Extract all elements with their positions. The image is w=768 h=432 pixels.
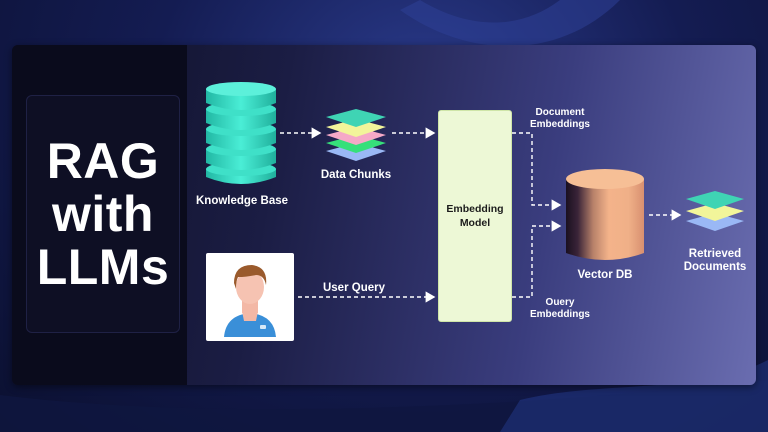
title-line-2: with [52, 185, 154, 242]
document-embeddings-label: Document Embeddings [518, 107, 602, 131]
cylinder-icon [566, 169, 644, 260]
title-line-3: LLMs [36, 238, 170, 295]
user-avatar-icon [224, 265, 276, 337]
vector-db-label: Vector DB [577, 269, 633, 281]
retrieved-line-1: Retrieved [688, 248, 742, 260]
arrow-doc-embed-to-db [512, 132, 562, 211]
user-card [206, 253, 294, 341]
document-embeddings-line-2: Embeddings [529, 119, 590, 130]
data-chunks-label: Data Chunks [320, 169, 392, 181]
arrow-connectors [280, 127, 682, 303]
database-icon [206, 82, 276, 184]
retrieved-documents-label: Retrieved Documents [672, 248, 756, 274]
arrow-query-embed-to-db [512, 220, 562, 298]
query-embeddings-line-2: Embeddings [529, 309, 590, 320]
stacked-layers-icon [326, 109, 386, 161]
embedding-model-box: Embedding Model [438, 110, 512, 322]
retrieved-layers-icon [686, 191, 744, 231]
embedding-model-line-1: Embedding [446, 203, 504, 215]
knowledge-base-label: Knowledge Base [195, 195, 289, 207]
document-embeddings-line-1: Document [535, 107, 585, 118]
retrieved-line-2: Documents [683, 261, 747, 273]
diagram-panel: RAG with LLMs Knowledge Base [12, 45, 756, 385]
embedding-model-line-2: Model [459, 217, 491, 229]
title-card: RAG with LLMs [26, 95, 180, 333]
query-embeddings-line-1: Ouery [545, 297, 575, 308]
user-query-label: User Query [322, 282, 385, 294]
query-embeddings-label: Ouery Embeddings [518, 297, 602, 321]
title-line-1: RAG [46, 132, 160, 189]
